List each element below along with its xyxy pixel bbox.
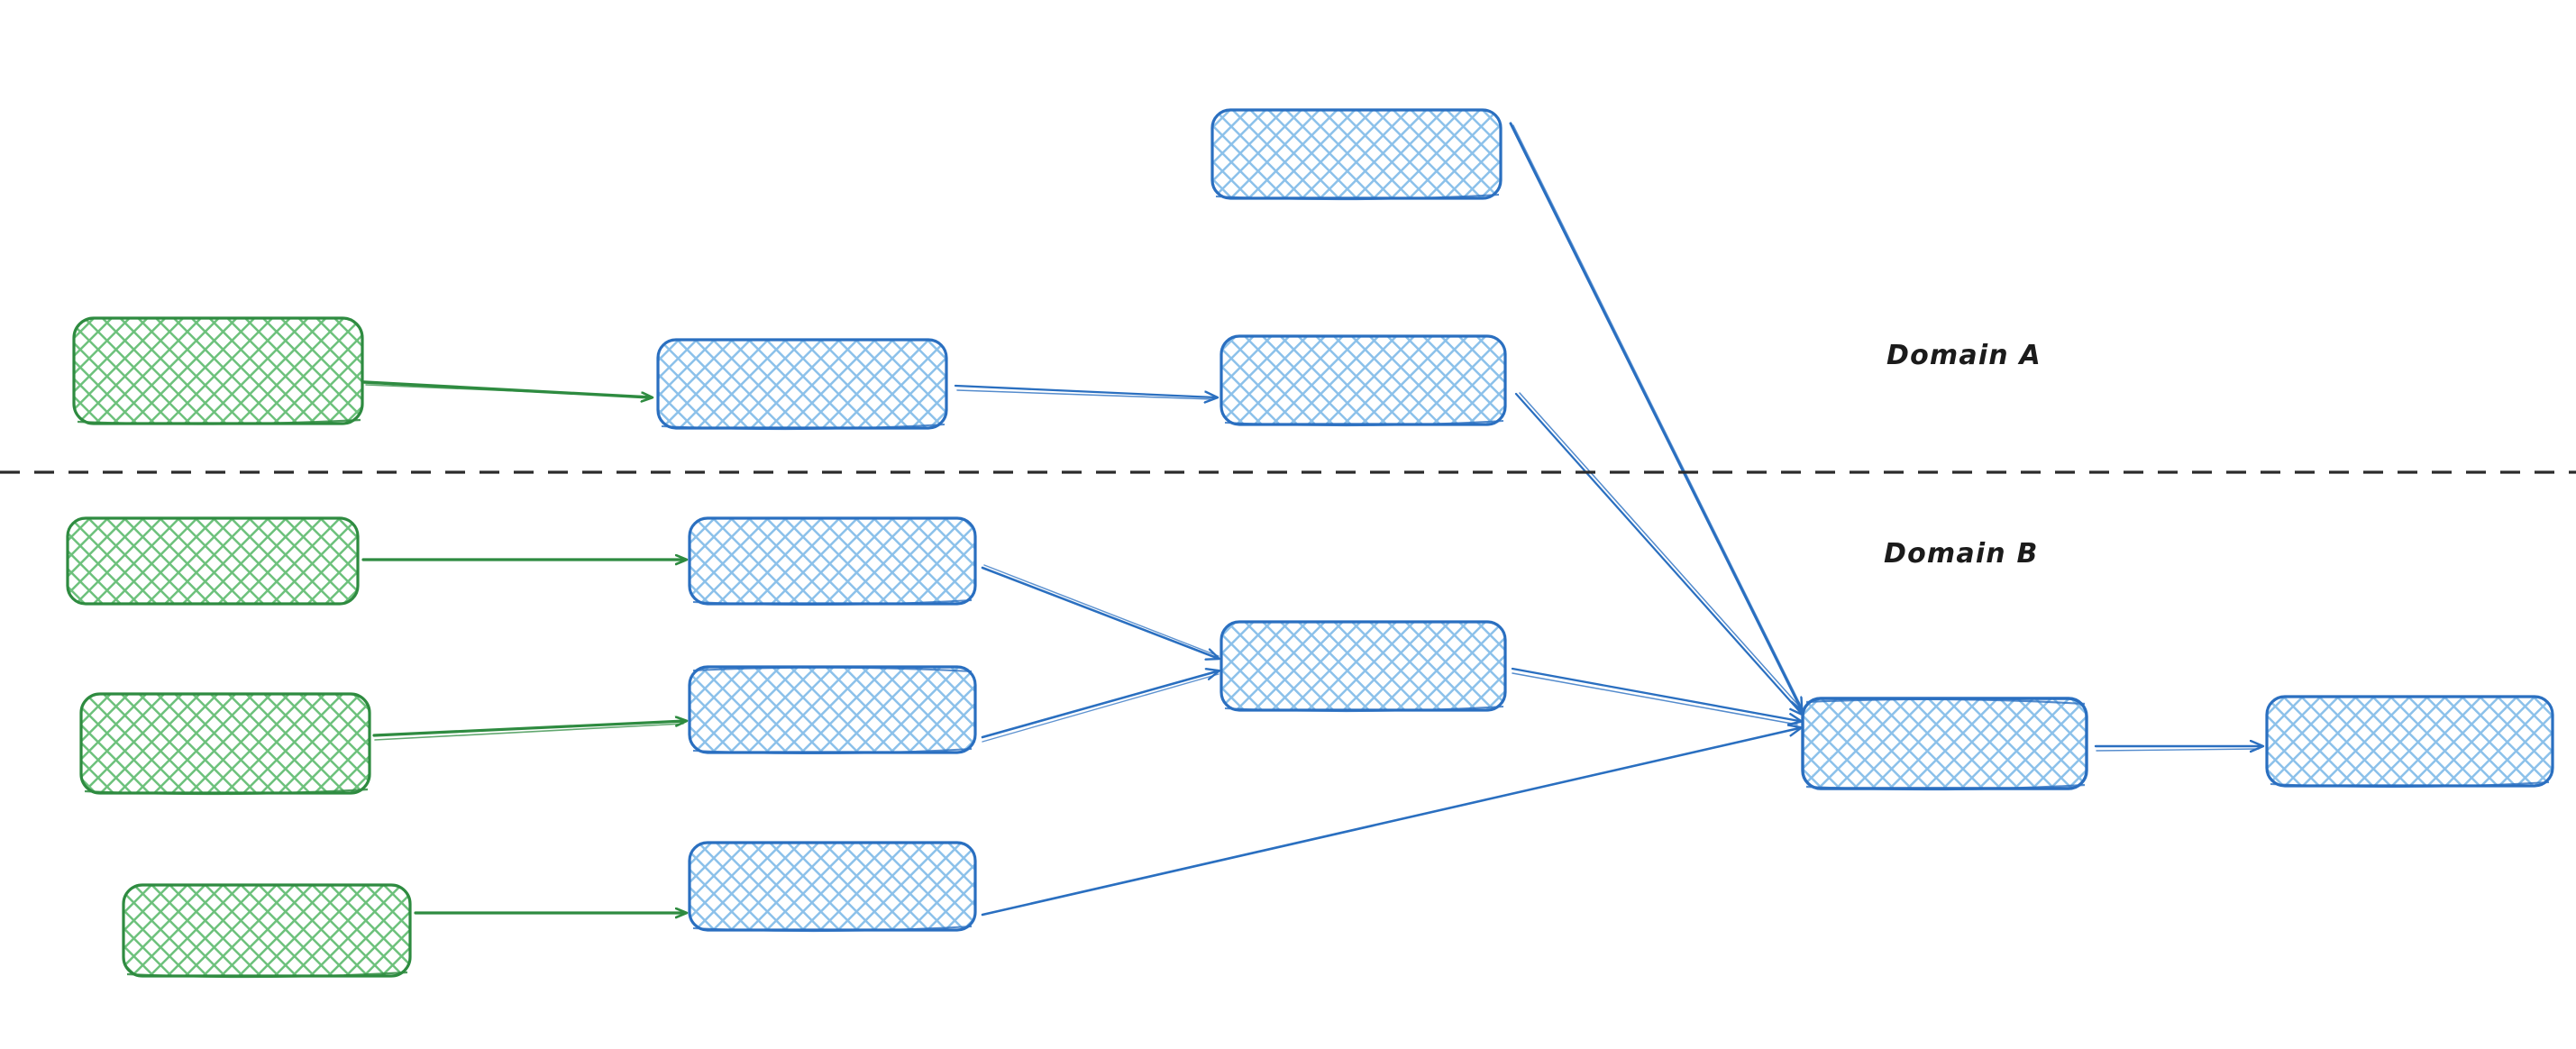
node-b-proc-1[interactable]	[688, 516, 977, 607]
node-b-merge[interactable]	[1219, 620, 1507, 713]
node-a-src-1[interactable]	[72, 316, 364, 425]
node-b-out[interactable]	[2265, 695, 2554, 789]
domain-a-label: Domain A	[1886, 340, 2042, 371]
node-b-proc-2[interactable]	[688, 665, 977, 755]
nodes-layer	[66, 108, 2554, 979]
edge-b-merge-to-b-sink	[1511, 667, 1799, 725]
edge-a-proc-1-to-a-proc-2	[954, 384, 1215, 399]
edge-b-src-2-to-b-proc-2	[372, 721, 685, 741]
node-a-top[interactable]	[1210, 108, 1503, 201]
edges-layer	[361, 122, 2261, 917]
node-b-src-2[interactable]	[79, 692, 371, 796]
node-b-sink[interactable]	[1801, 697, 2088, 791]
edge-b-proc-2-to-b-merge	[981, 671, 1219, 743]
domain-b-label: Domain B	[1884, 538, 2039, 570]
node-a-proc-1[interactable]	[656, 338, 948, 431]
edge-b-proc-1-to-b-merge	[981, 564, 1219, 658]
edge-b-sink-to-b-out	[2094, 746, 2261, 751]
edge-a-proc-2-to-b-sink	[1514, 392, 1805, 713]
node-b-proc-3[interactable]	[688, 841, 977, 933]
node-b-src-3[interactable]	[122, 883, 412, 979]
edge-a-src-1-to-a-proc-1	[362, 380, 651, 397]
edge-a-top-to-b-sink	[1509, 122, 1804, 709]
node-a-proc-2[interactable]	[1219, 334, 1507, 427]
node-b-src-1[interactable]	[66, 516, 360, 606]
edge-b-proc-3-to-b-sink	[981, 728, 1799, 917]
